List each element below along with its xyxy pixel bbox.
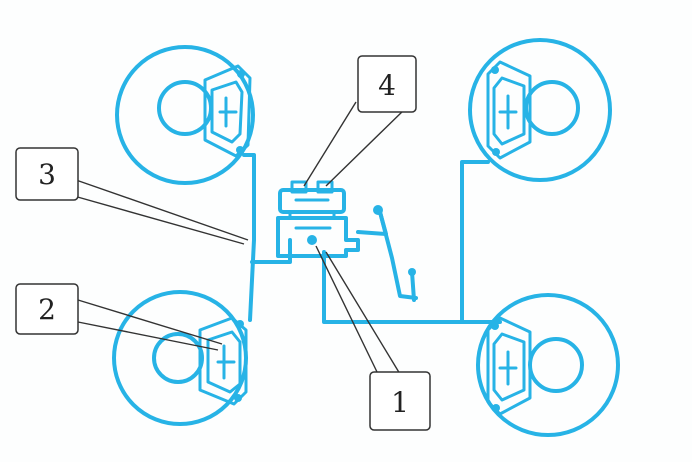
reservoir-cap-left	[290, 180, 308, 194]
brake-disc-top-right	[468, 38, 612, 182]
pedal-pad	[410, 270, 416, 302]
callout-1: 1	[315, 245, 431, 431]
callout-2-label: 2	[38, 293, 56, 326]
brake-disc-bottom-right	[476, 293, 620, 437]
pipe-rear-cross	[322, 250, 464, 324]
hub-bottom-left	[152, 332, 204, 384]
caliper-top-left	[203, 64, 252, 158]
caliper-bottom-left	[198, 316, 248, 406]
brake-disc-bottom-left	[112, 290, 248, 426]
caliper-bottom-right	[486, 316, 532, 416]
brake-disc-top-left	[115, 45, 255, 185]
wheel-top-right	[468, 38, 612, 182]
cylinder-body	[276, 216, 360, 258]
pedal-arm	[378, 210, 418, 300]
caliper-top-right	[486, 60, 532, 160]
brake-pedal	[356, 205, 418, 302]
pipe-to-top-right	[460, 160, 490, 324]
hub-top-left	[157, 80, 213, 136]
callout-1-label: 1	[391, 386, 409, 419]
callout-3: 3	[15, 147, 249, 245]
master-cylinder	[276, 180, 360, 258]
hub-top-right	[524, 80, 580, 136]
reservoir	[278, 188, 346, 214]
pipe-left-to-cylinder	[250, 238, 292, 264]
callout-3-label: 3	[38, 158, 56, 191]
callout-2: 2	[15, 283, 223, 351]
wheel-top-left	[115, 45, 255, 185]
callout-4-label: 4	[378, 69, 396, 102]
pipe-left-vertical	[242, 153, 256, 322]
reservoir-cap-right	[316, 180, 334, 194]
wheel-bottom-right	[476, 293, 620, 437]
callout-4: 4	[303, 55, 417, 187]
brake-lines	[242, 153, 502, 324]
wheel-bottom-left	[112, 290, 248, 426]
hub-bottom-right	[528, 337, 584, 393]
